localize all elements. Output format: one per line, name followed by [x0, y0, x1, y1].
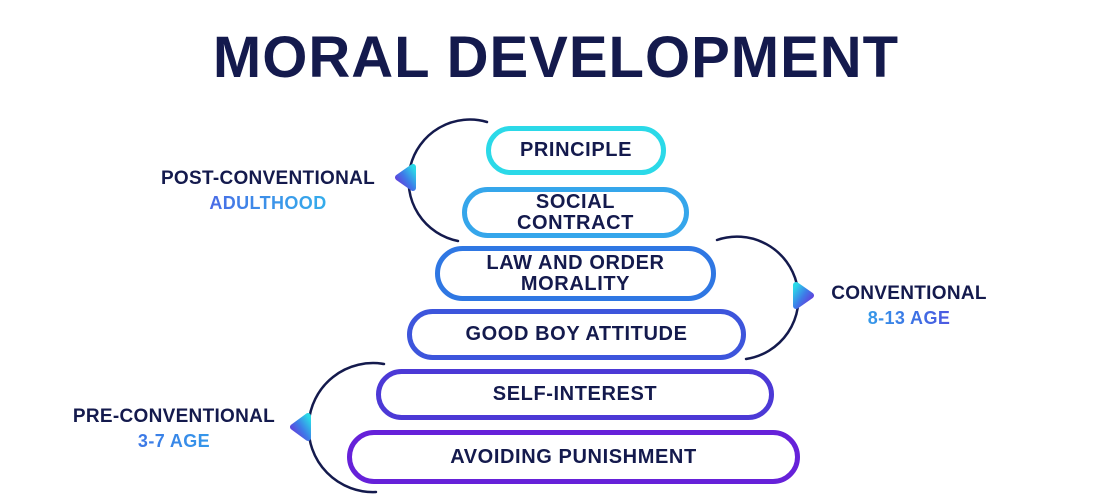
pre-conventional-arrow-icon — [290, 413, 311, 441]
stage-self-interest: SELF-INTEREST — [376, 369, 774, 420]
post-conventional-arrow-icon — [395, 164, 416, 191]
group-label-post-conventional: POST-CONVENTIONAL ADULTHOOD — [148, 168, 388, 214]
conventional-name: CONVENTIONAL — [831, 283, 987, 304]
stage-good-boy-attitude: GOOD BOY ATTITUDE — [407, 309, 746, 360]
group-label-pre-conventional: PRE-CONVENTIONAL 3-7 AGE — [58, 406, 290, 452]
post-conventional-name: POST-CONVENTIONAL — [160, 168, 376, 189]
stage-social-contract: SOCIAL CONTRACT — [462, 187, 689, 238]
stage-principle: PRINCIPLE — [486, 126, 666, 175]
stage-avoiding-punishment: AVOIDING PUNISHMENT — [347, 430, 800, 484]
pre-conventional-age: 3-7 AGE — [58, 431, 290, 452]
page-title: MORAL DEVELOPMENT — [212, 25, 900, 90]
pre-conventional-name: PRE-CONVENTIONAL — [72, 406, 276, 427]
post-conventional-age: ADULTHOOD — [148, 193, 388, 214]
group-label-conventional: CONVENTIONAL 8-13 AGE — [818, 283, 1000, 329]
conventional-arrow-icon — [793, 282, 814, 309]
stage-law-and-order-morality: LAW AND ORDER MORALITY — [435, 246, 716, 301]
conventional-age: 8-13 AGE — [818, 308, 1000, 329]
